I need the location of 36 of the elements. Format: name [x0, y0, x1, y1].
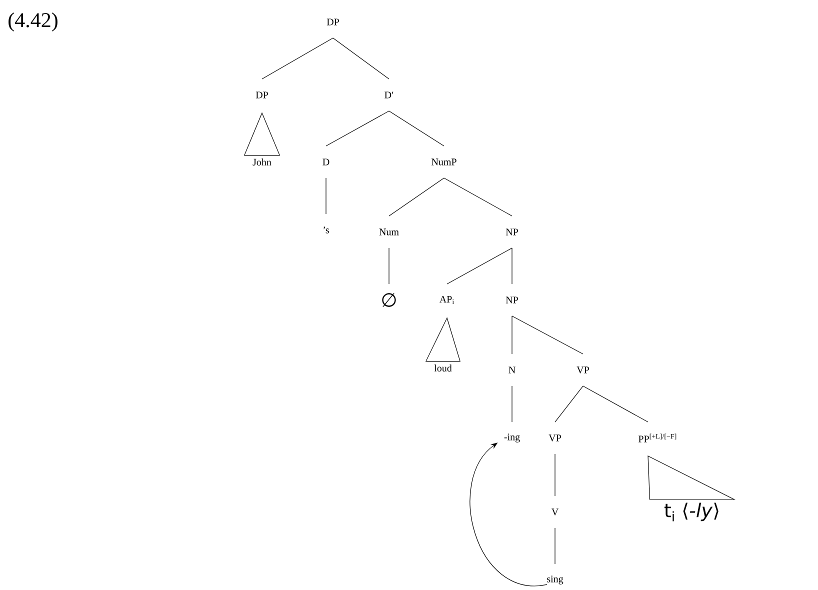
example-number: (4.42)	[8, 12, 58, 32]
tree-label: D	[322, 158, 330, 166]
tree-label: D′	[384, 92, 394, 98]
tree-label: ∅	[382, 293, 396, 307]
tree-label: VP	[576, 366, 589, 374]
tree-label: N	[508, 366, 516, 374]
tree-label: NP	[506, 296, 518, 304]
tree-label: VP	[548, 434, 561, 442]
tree-label: DP	[256, 92, 268, 98]
tree-label: NP	[506, 228, 518, 236]
branch-line	[554, 454, 556, 496]
branch-line	[582, 386, 648, 422]
branch-line	[388, 248, 390, 284]
movement-arrow	[470, 442, 548, 586]
tree-label: sing	[547, 576, 564, 584]
tree-label: John	[252, 158, 272, 166]
tree-label: NumP	[432, 158, 456, 166]
tree-label: V	[552, 508, 559, 516]
branch-line	[388, 178, 444, 216]
tree-label: AP$_{i}$	[439, 296, 454, 304]
branch-line	[554, 386, 584, 422]
tree-label: t$_{i}$ ⟨-ly⟩	[664, 502, 718, 522]
tree-label: PP$^{[+L]/[−F]}$	[638, 434, 676, 442]
tree-label: DP	[326, 18, 339, 26]
branch-line	[444, 178, 512, 216]
branch-line	[388, 110, 444, 146]
tree-label: -ing	[504, 434, 520, 442]
branch-line	[262, 38, 334, 80]
tree-label: ’s	[324, 226, 329, 234]
branch-line	[512, 316, 584, 354]
branch-line	[554, 528, 556, 564]
branch-line	[326, 110, 390, 146]
branch-line	[446, 248, 512, 284]
tree-label: loud	[434, 364, 452, 372]
tree-label: Num	[379, 228, 399, 236]
branch-line	[332, 38, 390, 80]
